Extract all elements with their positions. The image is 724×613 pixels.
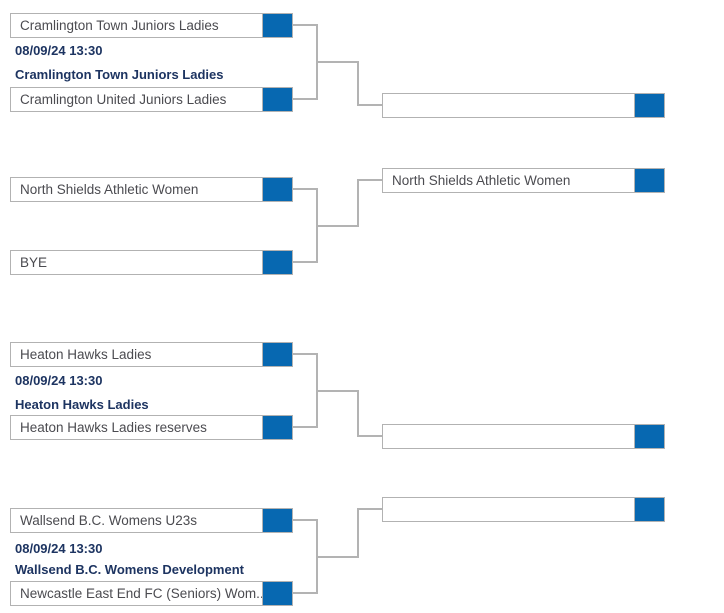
team-name: Cramlington United Juniors Ladies	[20, 92, 227, 107]
connector-line	[316, 61, 358, 63]
team-slot[interactable]: Cramlington Town Juniors Ladies	[10, 13, 293, 38]
team-name: BYE	[20, 255, 48, 270]
score-cell[interactable]	[634, 168, 665, 193]
team-name: Heaton Hawks Ladies reserves	[20, 420, 207, 435]
connector-line	[357, 435, 382, 437]
team-name: Cramlington Town Juniors Ladies	[20, 18, 219, 33]
advancing-team-label: Wallsend B.C. Womens Development	[15, 562, 244, 577]
connector-line	[292, 519, 316, 521]
team-slot[interactable]: Heaton Hawks Ladies reserves	[10, 415, 293, 440]
score-cell[interactable]	[262, 581, 293, 606]
team-slot[interactable]: North Shields Athletic Women	[10, 177, 293, 202]
score-cell[interactable]	[634, 424, 665, 449]
connector-line	[316, 556, 358, 558]
team-name: Newcastle East End FC (Seniors) Wom...	[20, 586, 262, 601]
connector-line	[357, 61, 359, 105]
connector-line	[357, 508, 382, 510]
score-cell[interactable]	[262, 342, 293, 367]
connector-line	[357, 179, 359, 227]
connector-line	[357, 104, 382, 106]
score-cell[interactable]	[262, 508, 293, 533]
score-cell[interactable]	[262, 87, 293, 112]
connector-line	[292, 592, 316, 594]
score-cell[interactable]	[262, 13, 293, 38]
match-date: 08/09/24 13:30	[15, 43, 103, 58]
team-slot[interactable]: Heaton Hawks Ladies	[10, 342, 293, 367]
connector-line	[292, 188, 316, 190]
team-name: Wallsend B.C. Womens U23s	[20, 513, 198, 528]
score-cell[interactable]	[634, 497, 665, 522]
advancing-team-label: Cramlington Town Juniors Ladies	[15, 67, 224, 82]
score-cell[interactable]	[634, 93, 665, 118]
score-cell[interactable]	[262, 415, 293, 440]
connector-line	[292, 261, 316, 263]
team-slot[interactable]	[382, 497, 665, 522]
match-date: 08/09/24 13:30	[15, 373, 103, 388]
team-name: Heaton Hawks Ladies	[20, 347, 152, 362]
match-date: 08/09/24 13:30	[15, 541, 103, 556]
connector-line	[357, 390, 359, 437]
connector-line	[316, 225, 358, 227]
team-slot[interactable]: Wallsend B.C. Womens U23s	[10, 508, 293, 533]
score-cell[interactable]	[262, 177, 293, 202]
connector-line	[292, 426, 316, 428]
team-slot[interactable]	[382, 424, 665, 449]
score-cell[interactable]	[262, 250, 293, 275]
team-name: North Shields Athletic Women	[20, 182, 199, 197]
team-slot[interactable]: Cramlington United Juniors Ladies	[10, 87, 293, 112]
connector-line	[357, 179, 382, 181]
connector-line	[292, 24, 316, 26]
team-slot[interactable]	[382, 93, 665, 118]
team-slot[interactable]: North Shields Athletic Women	[382, 168, 665, 193]
team-name: North Shields Athletic Women	[392, 173, 571, 188]
connector-line	[292, 98, 316, 100]
team-slot[interactable]: BYE	[10, 250, 293, 275]
advancing-team-label: Heaton Hawks Ladies	[15, 397, 149, 412]
team-slot[interactable]: Newcastle East End FC (Seniors) Wom...	[10, 581, 293, 606]
connector-line	[357, 508, 359, 558]
connector-line	[316, 390, 358, 392]
connector-line	[292, 353, 316, 355]
